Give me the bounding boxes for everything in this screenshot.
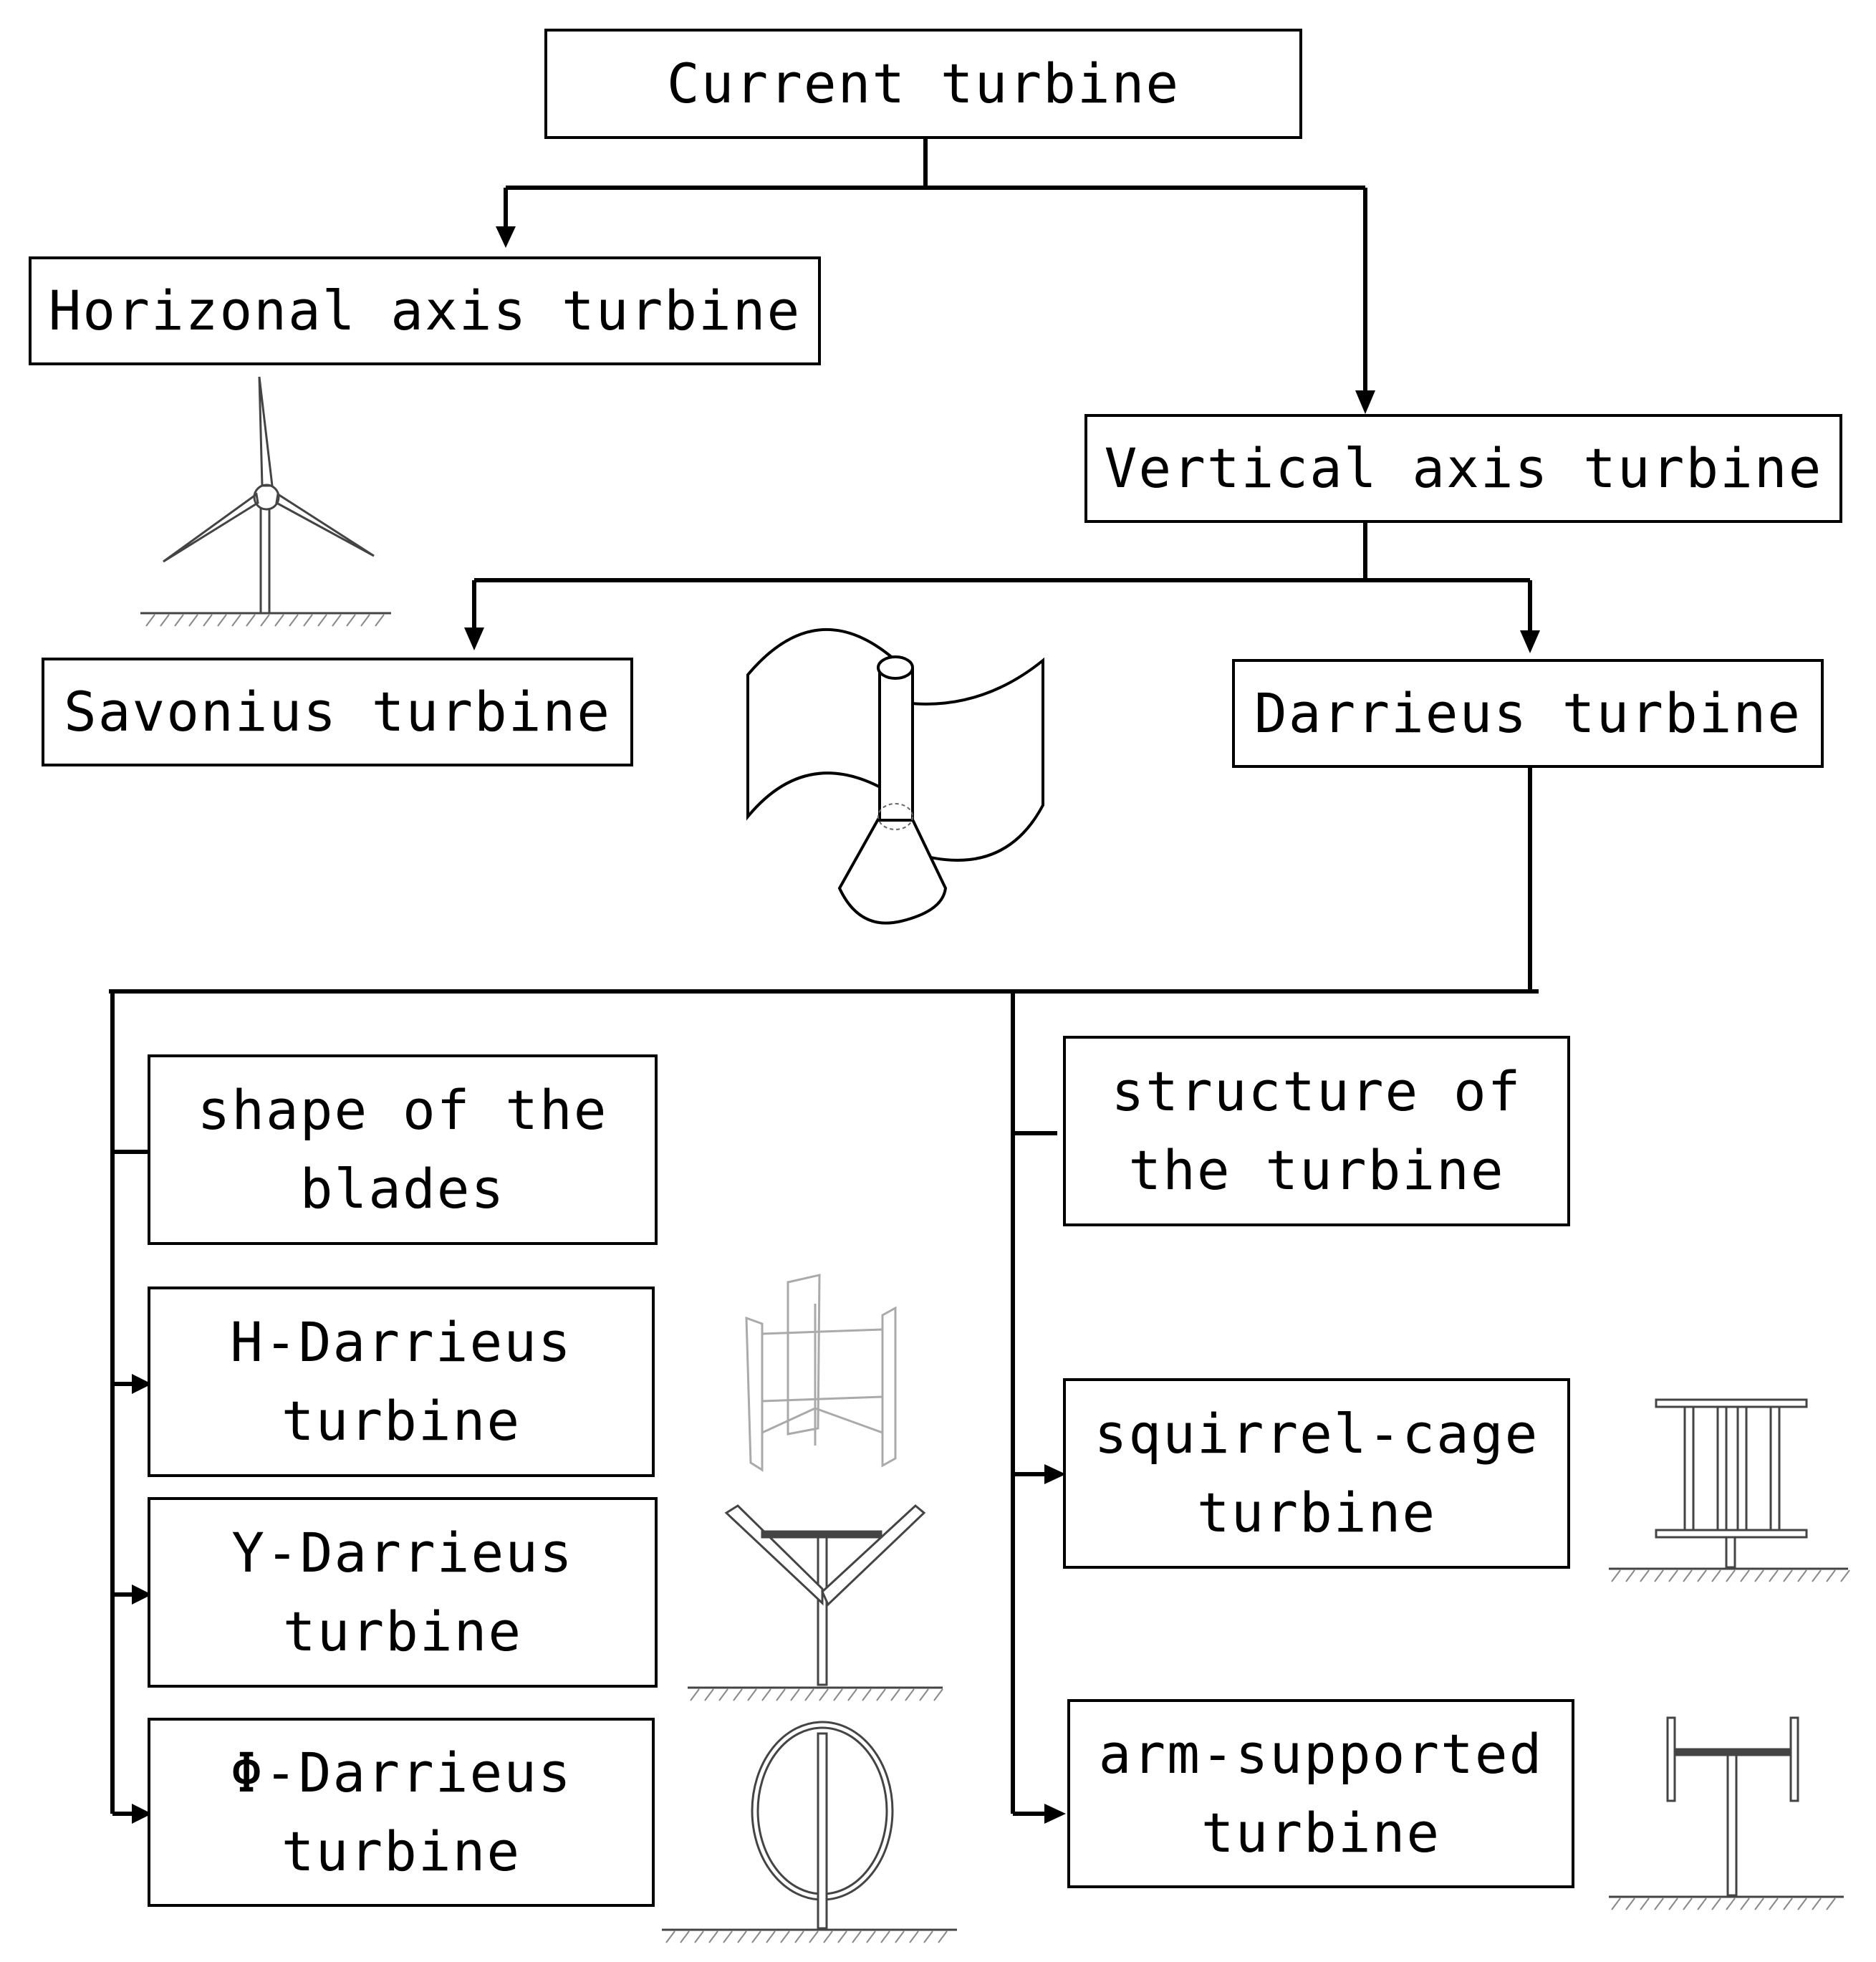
structure-label: structure of the turbine [1111, 1059, 1522, 1202]
box-squirrel-cage-turbine: squirrel-cage turbine [1063, 1378, 1570, 1569]
horizontal-axis-label: Horizonal axis turbine [48, 278, 802, 342]
box-shape-of-the-blades: shape of the blades [148, 1054, 658, 1245]
blade-shape-label: shape of the blades [197, 1077, 608, 1221]
box-structure-of-the-turbine: structure of the turbine [1063, 1036, 1570, 1226]
darrieus-label: Darrieus turbine [1254, 681, 1802, 745]
box-vertical-axis-turbine: Vertical axis turbine [1084, 414, 1842, 523]
phi-darrieus-label: Φ-Darrieus turbine [230, 1740, 572, 1883]
box-savonius-turbine: Savonius turbine [42, 658, 633, 766]
arm-supported-label: arm-supported turbine [1098, 1721, 1544, 1865]
root-box-current-turbine: Current turbine [544, 29, 1302, 139]
box-darrieus-turbine: Darrieus turbine [1232, 659, 1824, 768]
box-phi-darrieus-turbine: Φ-Darrieus turbine [148, 1718, 655, 1907]
vertical-axis-label: Vertical axis turbine [1104, 436, 1823, 500]
box-y-darrieus-turbine: Y-Darrieus turbine [148, 1497, 658, 1688]
box-horizontal-axis-turbine: Horizonal axis turbine [29, 256, 821, 365]
y-darrieus-label: Y-Darrieus turbine [231, 1520, 574, 1663]
squirrel-cage-label: squirrel-cage turbine [1094, 1401, 1539, 1544]
h-darrieus-label: H-Darrieus turbine [230, 1309, 572, 1453]
box-h-darrieus-turbine: H-Darrieus turbine [148, 1287, 655, 1477]
box-arm-supported-turbine: arm-supported turbine [1067, 1699, 1574, 1888]
savonius-label: Savonius turbine [63, 679, 612, 744]
root-label: Current turbine [666, 51, 1180, 115]
